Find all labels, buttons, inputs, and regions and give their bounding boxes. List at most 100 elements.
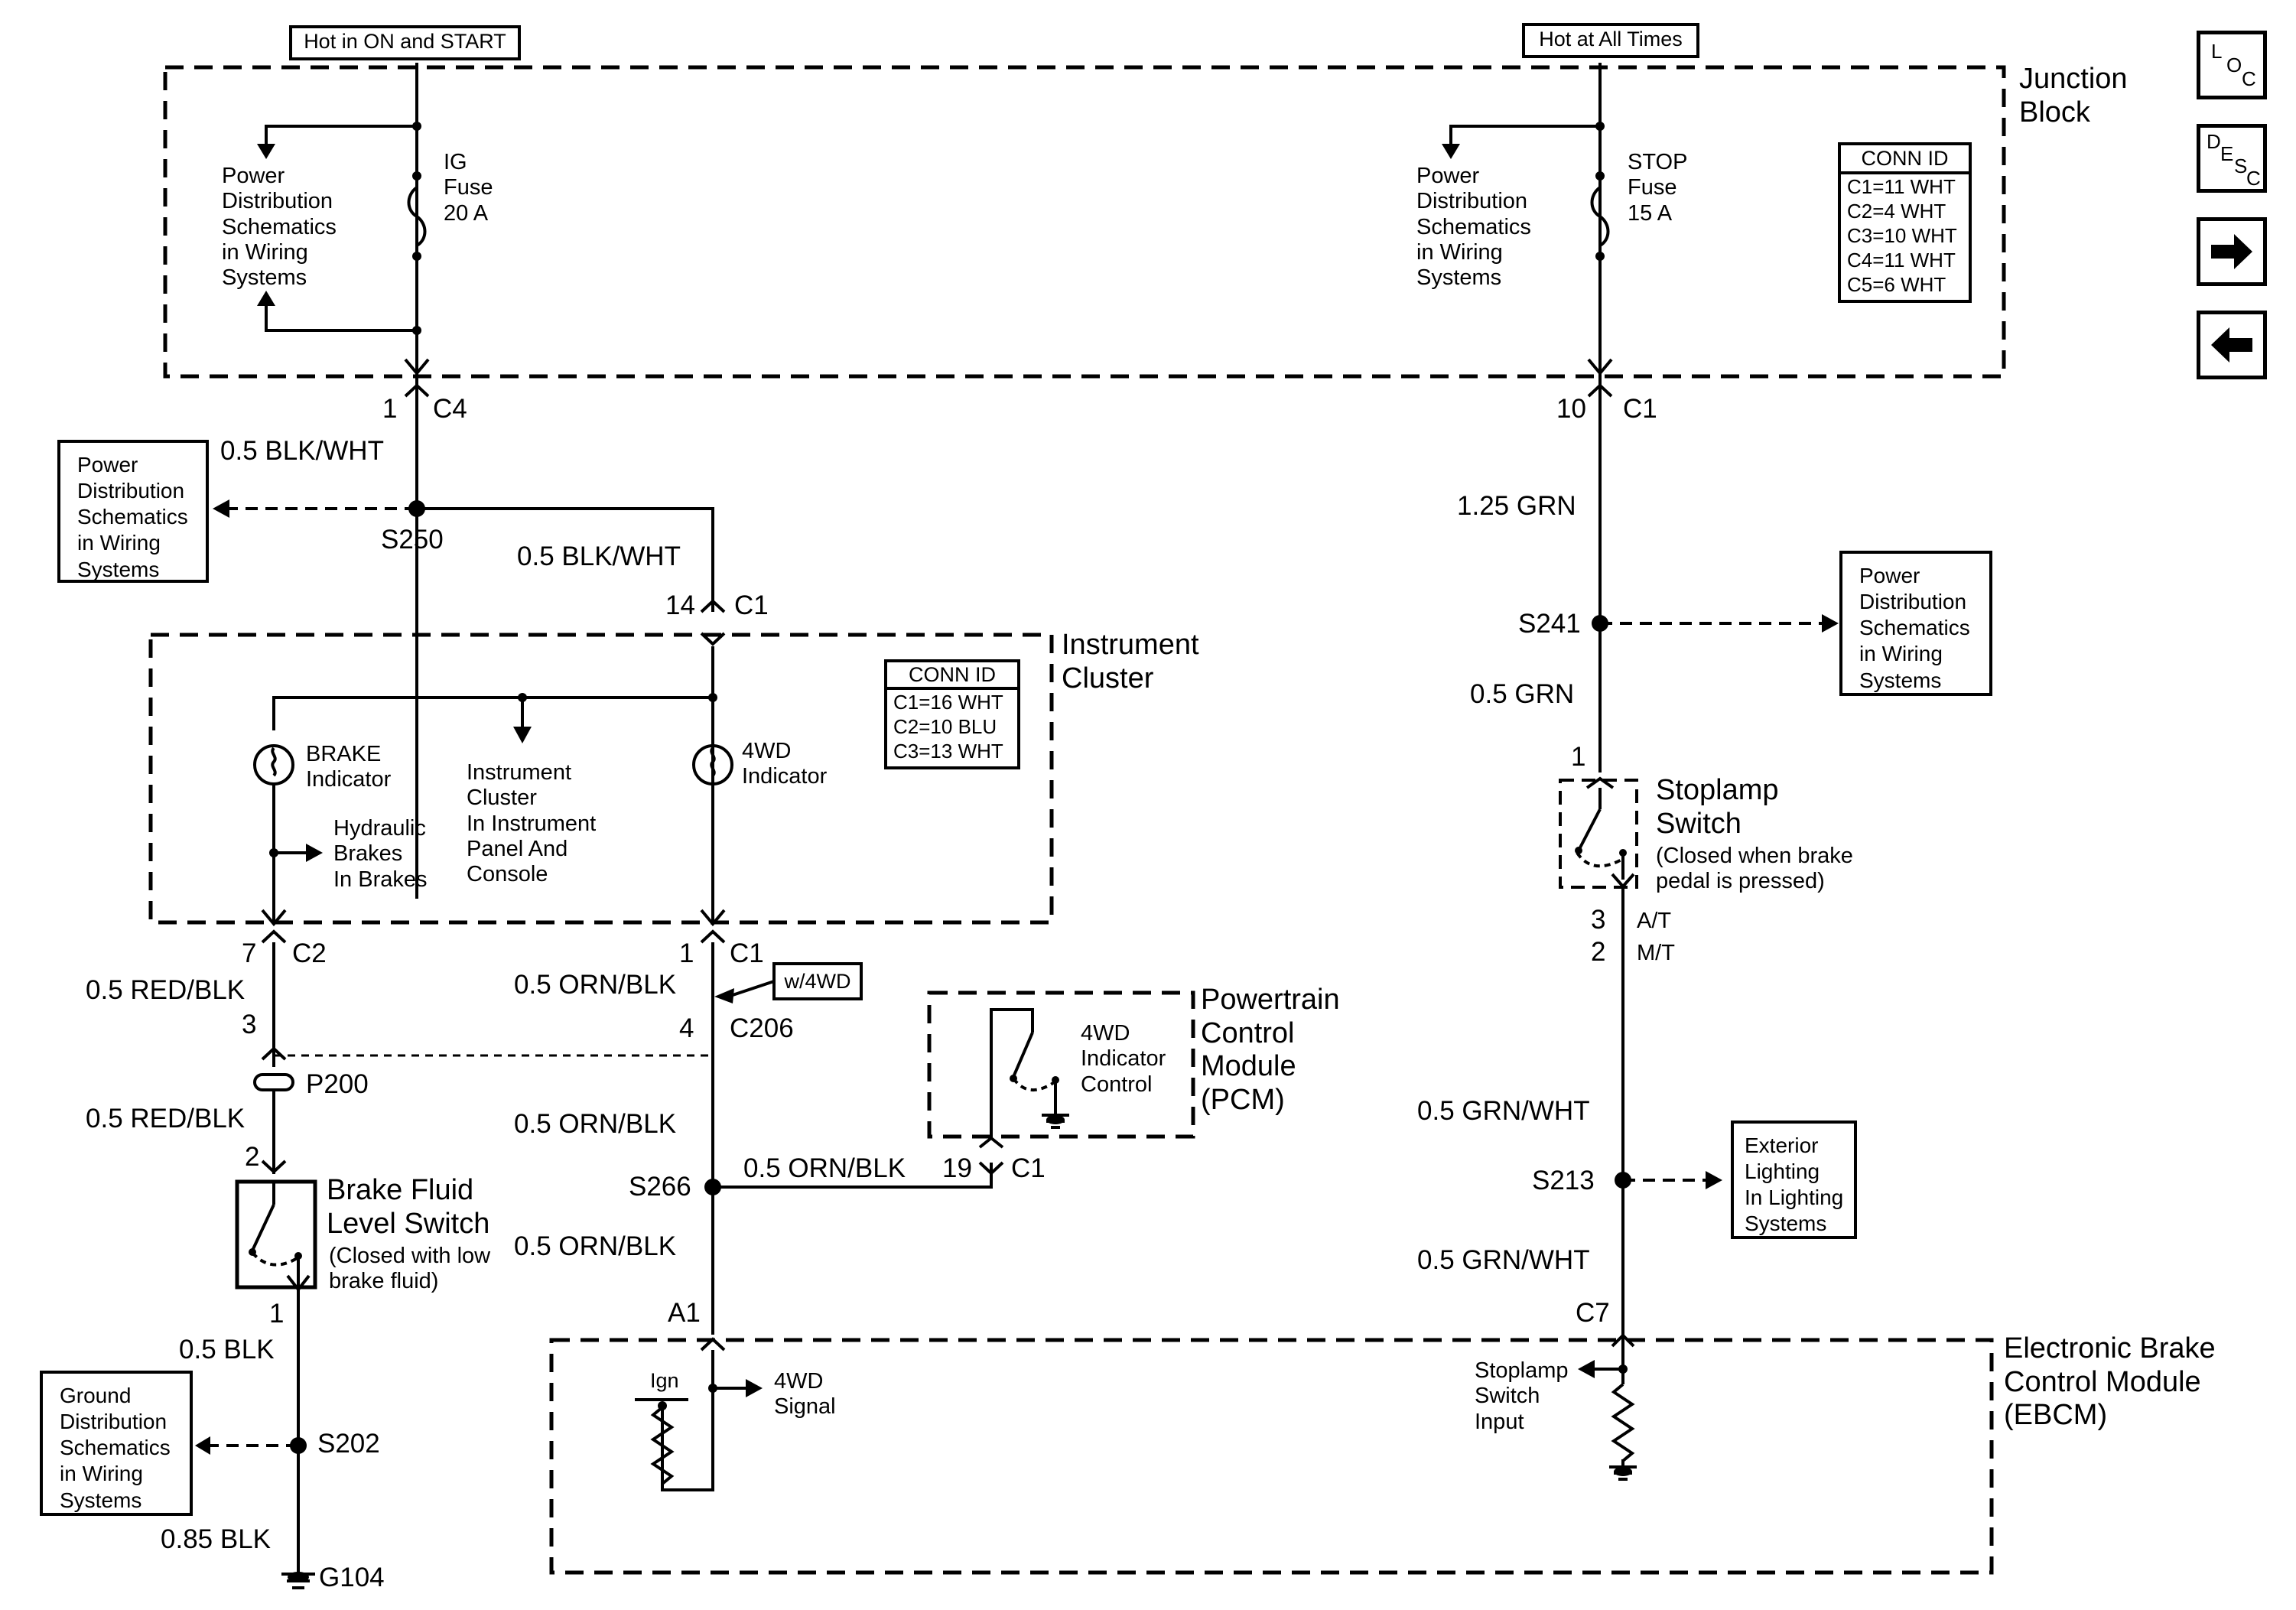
pin-number: 3 (1591, 905, 1606, 935)
connector-variant: A/T (1637, 909, 1672, 933)
arrow-right-icon (2211, 234, 2252, 269)
location-view-button[interactable]: L O C (2197, 31, 2267, 99)
ground-label: G104 (319, 1563, 385, 1592)
wire-label: 0.5 BLK/WHT (517, 542, 681, 571)
conn-id-title: CONN ID (887, 662, 1017, 690)
4wd-indicator-control-label: 4WD Indicator Control (1081, 1021, 1166, 1097)
pin-number: 4 (679, 1013, 694, 1043)
pin-number: 19 (942, 1153, 972, 1183)
previous-page-button[interactable] (2197, 311, 2267, 379)
pin-number: 1 (382, 394, 398, 424)
pin-number: 3 (242, 1010, 257, 1039)
wire-label: 0.5 GRN/WHT (1417, 1245, 1590, 1275)
wire-label: 0.5 BLK (179, 1335, 275, 1364)
ground-distribution-ref-box: Ground Distribution Schematics in Wiring… (40, 1371, 193, 1516)
loc-letter: L (2211, 40, 2223, 63)
wire-label: 1.25 GRN (1457, 491, 1576, 521)
conn-id-row: C3=10 WHT (1847, 224, 1957, 247)
wire-label: 0.5 RED/BLK (86, 1104, 246, 1134)
connector-id: C206 (730, 1013, 794, 1043)
connector-id: C1 (730, 938, 764, 968)
desc-letter: C (2246, 167, 2261, 190)
conn-id-row: C3=13 WHT (893, 740, 1003, 763)
power-distribution-ref-left: Power Distribution Schematics in Wiring … (222, 164, 337, 291)
junction-conn-id-table: CONN ID C1=11 WHT C2=4 WHT C3=10 WHT C4=… (1838, 142, 1972, 303)
conn-id-row: C2=4 WHT (1847, 200, 1946, 223)
pin-number: 1 (679, 938, 694, 968)
hot-in-on-start-label: Hot in ON and START (289, 25, 521, 60)
splice-label: S213 (1532, 1166, 1595, 1195)
connector-id: C4 (433, 394, 467, 424)
stoplamp-switch-input-label: Stoplamp Switch Input (1475, 1358, 1569, 1434)
conn-id-title: CONN ID (1841, 145, 1969, 174)
splice-label: S241 (1518, 609, 1581, 639)
wire-label: 0.5 GRN (1470, 679, 1575, 709)
connector-id: C1 (734, 590, 769, 620)
connector-id: C2 (292, 938, 327, 968)
conn-id-row: C1=16 WHT (893, 691, 1003, 714)
power-distribution-ref-box: Power Distribution Schematics in Wiring … (57, 440, 209, 583)
stoplamp-switch-title: Stoplamp Switch (1656, 774, 1779, 840)
instrument-cluster-ref: Instrument Cluster In Instrument Panel A… (467, 760, 597, 887)
pcm-outline (927, 990, 1195, 1139)
pin-number: 2 (245, 1142, 260, 1172)
wire-label: 0.5 ORN/BLK (514, 1231, 677, 1261)
pcm-title: Powertrain Control Module (PCM) (1201, 984, 1340, 1117)
wire-label: 0.5 BLK/WHT (220, 436, 384, 466)
ref-box-text: Power Distribution Schematics in Wiring … (77, 453, 188, 581)
ref-box-text: Exterior Lighting In Lighting Systems (1745, 1134, 1844, 1236)
power-distribution-ref-right: Power Distribution Schematics in Wiring … (1416, 164, 1531, 291)
hot-at-all-times-label: Hot at All Times (1522, 23, 1699, 58)
instrument-cluster-title: Instrument Cluster (1062, 629, 1199, 694)
connector-variant: M/T (1637, 941, 1675, 965)
w-4wd-option-tag: w/4WD (772, 962, 863, 1000)
connector-id: C1 (1011, 1153, 1046, 1183)
pin-number: 14 (665, 590, 695, 620)
junction-block-outline (163, 65, 2006, 379)
4wd-indicator-label: 4WD Indicator (742, 739, 828, 789)
desc-letter: E (2220, 142, 2234, 165)
description-view-button[interactable]: D E S C (2197, 124, 2267, 193)
connector-id: A1 (668, 1298, 701, 1328)
ref-box-text: Power Distribution Schematics in Wiring … (1859, 564, 1970, 692)
brake-fluid-switch-note: (Closed with low brake fluid) (329, 1244, 491, 1294)
wire-label: 0.5 ORN/BLK (514, 970, 677, 1000)
wire-label: 0.5 RED/BLK (86, 975, 246, 1005)
ign-label: Ign (650, 1369, 679, 1392)
pin-number: 7 (242, 938, 257, 968)
ebcm-outline (549, 1338, 1994, 1575)
next-page-button[interactable] (2197, 217, 2267, 286)
wire-label: 0.5 GRN/WHT (1417, 1096, 1590, 1126)
instrument-cluster-outline (148, 633, 1054, 925)
pin-number: 2 (1591, 937, 1606, 967)
wire-label: 0.5 ORN/BLK (743, 1153, 906, 1183)
ebcm-title: Electronic Brake Control Module (EBCM) (2004, 1332, 2216, 1432)
4wd-signal-label: 4WD Signal (774, 1369, 836, 1420)
ig-fuse-label: IG Fuse 20 A (444, 150, 493, 226)
wire-label: 0.85 BLK (161, 1524, 271, 1554)
exterior-lighting-ref-box: Exterior Lighting In Lighting Systems (1731, 1120, 1857, 1239)
loc-letter: C (2242, 67, 2256, 90)
desc-letter: D (2207, 130, 2221, 153)
splice-label: S266 (629, 1172, 691, 1202)
stop-fuse-label: STOP Fuse 15 A (1628, 150, 1688, 226)
conn-id-row: C2=10 BLU (893, 715, 997, 738)
power-distribution-ref-box: Power Distribution Schematics in Wiring … (1839, 551, 1992, 696)
pin-number: 10 (1556, 394, 1586, 424)
arrow-left-icon (2211, 327, 2252, 363)
conn-id-row: C4=11 WHT (1847, 249, 1956, 272)
splice-label: P200 (306, 1069, 369, 1099)
pin-number: 1 (1571, 742, 1586, 772)
brake-indicator-label: BRAKE Indicator (306, 742, 392, 792)
loc-letter: O (2226, 54, 2242, 76)
brake-fluid-switch-title: Brake Fluid Level Switch (327, 1174, 490, 1240)
connector-id: C7 (1576, 1298, 1610, 1328)
stoplamp-switch-outline (1559, 779, 1638, 889)
stoplamp-switch-note: (Closed when brake pedal is pressed) (1656, 844, 1853, 894)
pin-number: 1 (269, 1299, 285, 1329)
conn-id-row: C1=11 WHT (1847, 175, 1956, 198)
conn-id-row: C5=6 WHT (1847, 273, 1946, 296)
hydraulic-brakes-ref: Hydraulic Brakes In Brakes (333, 816, 428, 892)
